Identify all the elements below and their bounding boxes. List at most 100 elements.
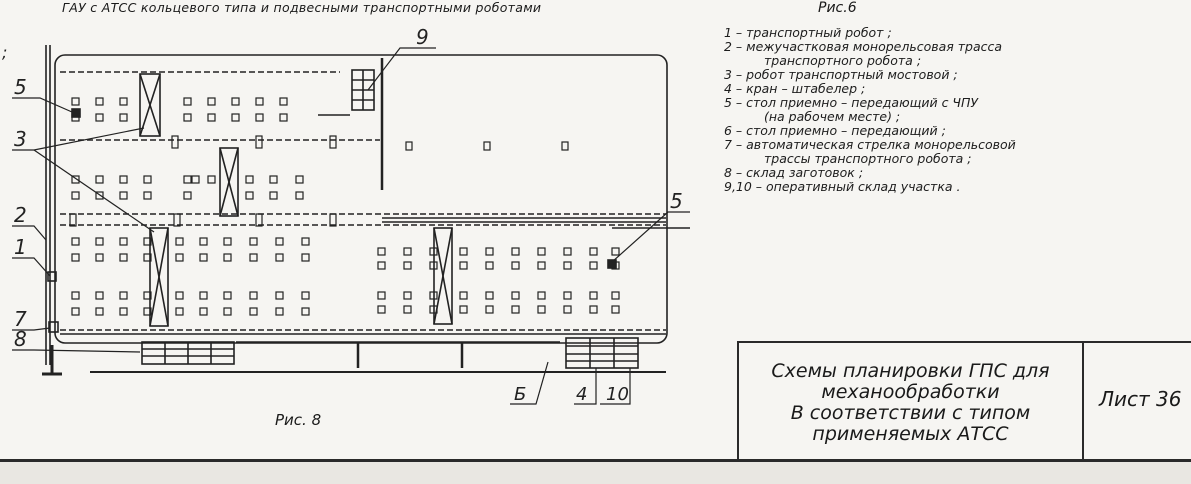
monorail-support (255, 135, 263, 149)
machine-tool (459, 247, 468, 256)
machine-tool (95, 307, 104, 316)
machine-tool (377, 305, 386, 314)
machine-tool (429, 247, 438, 256)
frame-bottom-rule (0, 459, 1191, 462)
machine-tool (231, 97, 240, 106)
machine-tool (119, 253, 128, 262)
machine-tool (245, 191, 254, 200)
hall-marker-2 (483, 141, 491, 151)
diagram-caption: ГАУ с АТСС кольцевого типа и подвесными … (62, 0, 542, 15)
callout-6: Б (514, 384, 526, 405)
machine-tool (295, 175, 304, 184)
legend-item-continued: (на рабочем месте) ; (764, 109, 901, 124)
machine-tool (611, 291, 620, 300)
legend-item: 9,10 – оперативный склад участка . (724, 179, 961, 194)
legend-item: 1 – транспортный робот ; (724, 25, 892, 40)
machine-tool (175, 253, 184, 262)
machine-tool (71, 97, 80, 106)
machine-tool (275, 253, 284, 262)
machine-tool (255, 113, 264, 122)
machine-tool (143, 175, 152, 184)
machine-tool (95, 191, 104, 200)
machine-tool (537, 247, 546, 256)
title-line-3: В соответствии с типом (790, 402, 1031, 424)
workstation-table-5a (71, 108, 81, 118)
machine-tool (255, 97, 264, 106)
frame-bottom-band (0, 462, 1191, 484)
machine-tool (275, 291, 284, 300)
title-line-1: Схемы планировки ГПС для (771, 360, 1050, 382)
machine-tool (143, 191, 152, 200)
machine-tool (207, 97, 216, 106)
legend-item: 6 – стол приемно – передающий ; (724, 123, 946, 138)
machine-tool (143, 237, 152, 246)
machine-tool (295, 191, 304, 200)
callout-9: 9 (416, 25, 429, 49)
machine-tool (199, 237, 208, 246)
machine-tool (249, 237, 258, 246)
machine-tool (199, 307, 208, 316)
machine-tool (183, 175, 192, 184)
machine-tool (377, 247, 386, 256)
machine-tool (589, 291, 598, 300)
floor-plan-drawing: 5 3 2 1 7 8 9 5 Б 4 10 ; (2, 25, 690, 405)
leader-9 (367, 47, 436, 91)
machine-tool (119, 307, 128, 316)
machine-tool (95, 237, 104, 246)
machine-tool (223, 237, 232, 246)
machine-tool (71, 237, 80, 246)
hall-marker-3 (561, 141, 569, 151)
machine-tool (71, 191, 80, 200)
machine-tool (71, 113, 80, 122)
machine-tool (537, 291, 546, 300)
machine-tool (279, 97, 288, 106)
storage-rack-9 (318, 69, 375, 116)
monorail-support (69, 213, 77, 227)
machine-tool (459, 291, 468, 300)
machine-tool (223, 253, 232, 262)
callout-semicolon: ; (2, 43, 7, 62)
machine-tool (143, 307, 152, 316)
machine-tool (429, 261, 438, 270)
legend-item: 3 – робот транспортный мостовой ; (724, 67, 958, 82)
leader-8 (12, 349, 141, 353)
machine-tool (199, 291, 208, 300)
machine-tool (175, 291, 184, 300)
machine-tool (71, 253, 80, 262)
storage-rack-10 (565, 337, 639, 369)
machine-tool (611, 305, 620, 314)
machine-tool (71, 291, 80, 300)
legend-item: 7 – автоматическая стрелка монорельсовой (724, 137, 1016, 152)
blank-storage-8 (141, 341, 235, 365)
machine-tool (377, 261, 386, 270)
machine-tool (183, 97, 192, 106)
title-block-text: Схемы планировки ГПС для механообработки… (739, 343, 1084, 463)
machine-tool (95, 97, 104, 106)
title-line-2: механообработки (821, 381, 1000, 403)
machine-tool (589, 305, 598, 314)
machine-tool (611, 247, 620, 256)
machine-tool (403, 305, 412, 314)
machine-tool (269, 175, 278, 184)
legend-item-continued: трассы транспортного робота ; (764, 151, 972, 166)
hall-marker-1 (405, 141, 413, 151)
callout-1: 1 (14, 235, 27, 259)
callout-2: 2 (14, 203, 27, 227)
machine-tool (459, 305, 468, 314)
machine-tool (459, 261, 468, 270)
machine-tool (403, 247, 412, 256)
machine-tool (485, 291, 494, 300)
machine-tool (611, 261, 620, 270)
machine-tool (71, 307, 80, 316)
building-outline (54, 54, 668, 344)
machine-tool (511, 247, 520, 256)
machine-tool (231, 113, 240, 122)
monorail-support (329, 135, 337, 149)
machine-tool (563, 305, 572, 314)
machine-tool (485, 305, 494, 314)
callout-10: 10 (606, 384, 629, 405)
leader-1 (12, 257, 51, 277)
machine-tool (279, 113, 288, 122)
machine-tool (403, 261, 412, 270)
leader-5-right (611, 211, 690, 263)
